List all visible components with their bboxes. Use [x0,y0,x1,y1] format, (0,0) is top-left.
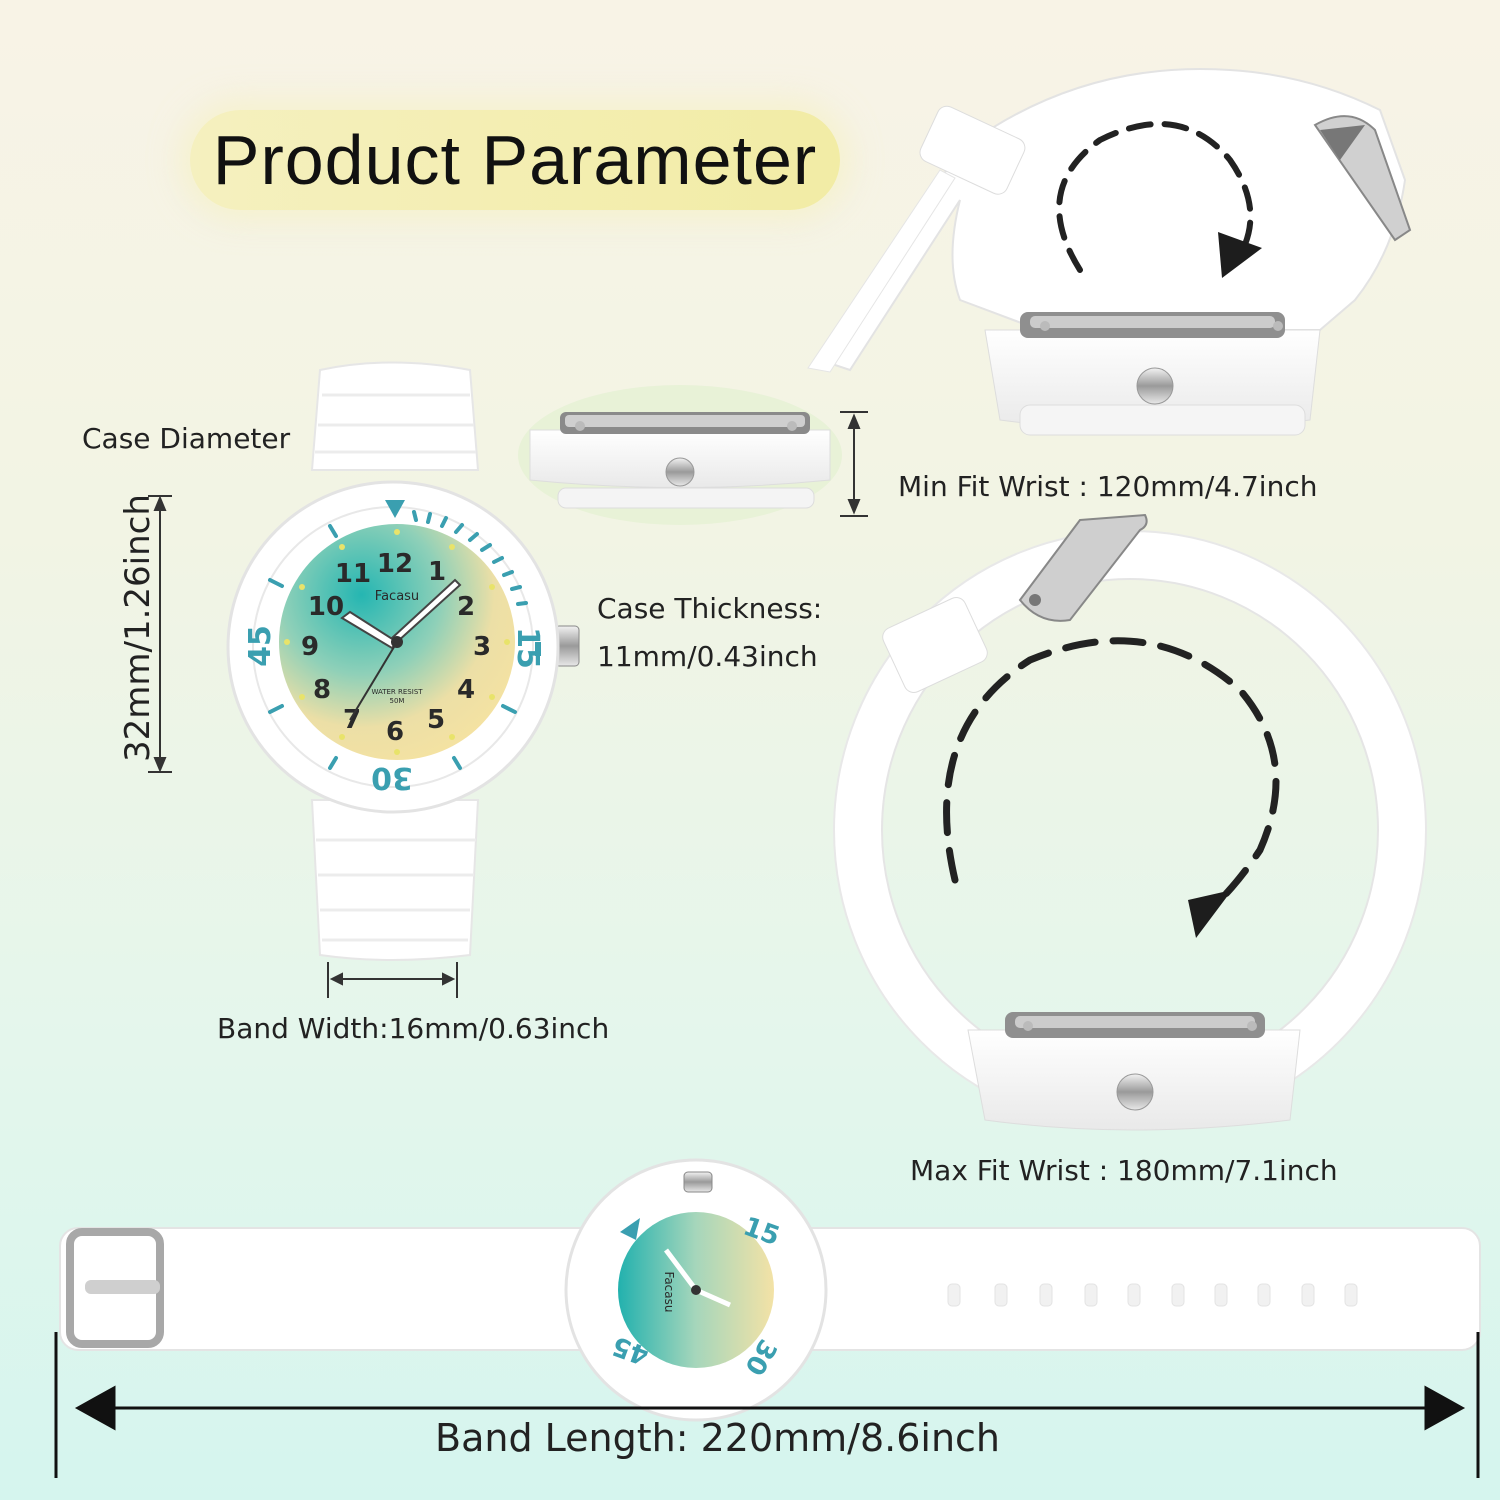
front-watch-depth-text: 50M [390,697,405,705]
bezel-number-45: 45 [243,625,278,667]
front-watch-brand: Facasu [375,589,419,604]
band-length-dimension [54,1332,1480,1478]
flat-watch-brand: Facasu [662,1272,676,1313]
front-watch-band-bottom [310,799,480,961]
min-fit-wrist-label: Min Fit Wrist : 120mm/4.7inch [898,470,1318,503]
front-watch-band-top [310,361,480,471]
case-thickness-dimension [840,411,868,517]
dial-number-10: 10 [308,592,344,622]
dial-number-7: 7 [343,705,361,735]
dial-number-12: 12 [377,549,413,579]
dial-number-2: 2 [457,592,475,622]
band-length-label: Band Length: 220mm/8.6inch [435,1416,1001,1460]
front-watch: 12 1 2 3 4 5 6 7 8 9 10 11 Facasu WATER … [226,361,580,961]
front-watch-water-text: WATER RESIST [371,688,423,696]
dial-number-6: 6 [386,717,404,747]
band-width-label: Band Width:16mm/0.63inch [217,1012,610,1045]
min-fit-wrist-illustration [807,68,1412,436]
dial-number-3: 3 [473,632,491,662]
bezel-number-30: 30 [371,760,413,795]
case-diameter-value: 32mm/1.26inch [118,494,158,762]
band-width-dimension [327,962,458,998]
dial-number-5: 5 [427,705,445,735]
case-thickness-label: Case Thickness: [597,592,823,625]
bezel-number-15: 15 [510,627,545,669]
dial-number-9: 9 [301,632,319,662]
flat-band-illustration: 15 30 45 Facasu [59,1158,1481,1422]
dial-number-8: 8 [313,675,331,705]
page-title: Product Parameter [190,110,840,210]
dial-number-1: 1 [428,557,446,587]
dial-number-4: 4 [457,675,475,705]
max-fit-wrist-label: Max Fit Wrist : 180mm/7.1inch [910,1154,1338,1187]
max-fit-wrist-illustration [833,513,1427,1131]
dial-number-11: 11 [335,559,371,589]
case-thickness-value: 11mm/0.43inch [597,640,818,673]
front-watch-hands [340,578,462,721]
case-thickness-inset [518,385,842,525]
case-diameter-dimension [148,495,172,773]
case-diameter-label: Case Diameter [82,422,291,455]
